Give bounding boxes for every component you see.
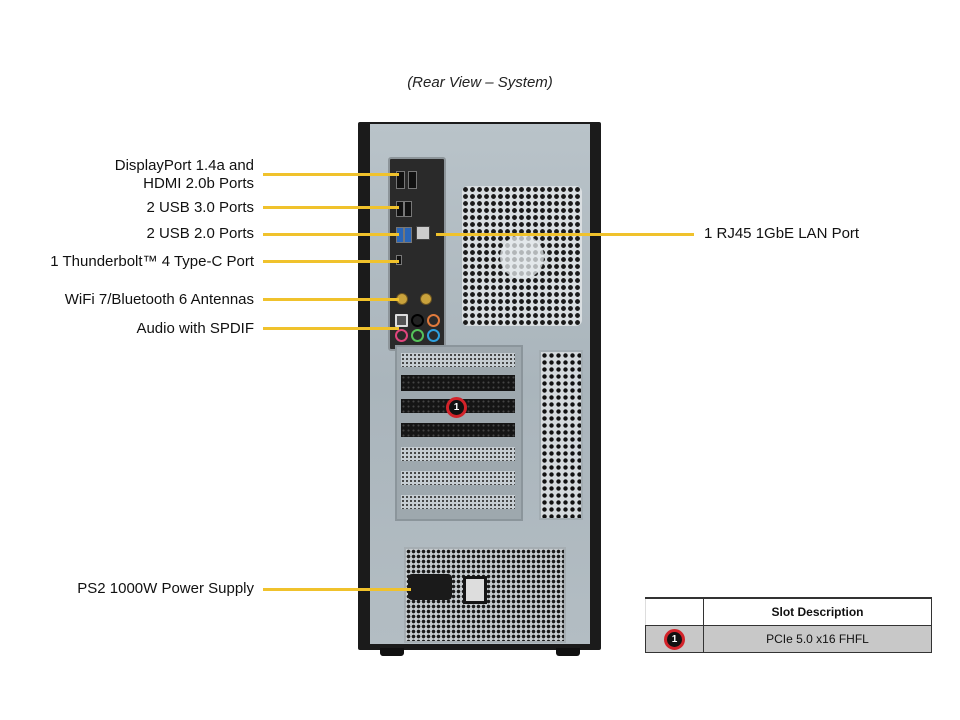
- diagram-caption: (Rear View – System): [407, 74, 553, 91]
- slot-description-table: Slot Description 1 PCIe 5.0 x16 FHFL: [645, 597, 932, 653]
- audio-jack: [411, 329, 424, 342]
- leader-line-usb2: [263, 233, 399, 236]
- slot-1-badge: 1: [446, 397, 467, 418]
- callout-thunderbolt: 1 Thunderbolt™ 4 Type-C Port: [50, 253, 254, 270]
- usb2-port: [404, 227, 412, 243]
- slot-cover: [401, 495, 515, 509]
- leader-line-display: [263, 173, 399, 176]
- leader-line-thunderbolt: [263, 260, 399, 263]
- slot-cover: [401, 353, 515, 367]
- slot-cover: [401, 447, 515, 461]
- audio-jack: [411, 314, 424, 327]
- table-cell-description: PCIe 5.0 x16 FHFL: [703, 625, 932, 653]
- table-cell-badge: 1: [645, 625, 704, 653]
- io-shield: [388, 157, 446, 351]
- leader-line-lan: [436, 233, 694, 236]
- power-inlet: [408, 574, 452, 600]
- usb3-port: [396, 201, 404, 217]
- fan-hub: [500, 235, 544, 279]
- callout-wifi: WiFi 7/Bluetooth 6 Antennas: [64, 291, 254, 308]
- leader-line-psu: [263, 588, 411, 591]
- leader-line-usb3: [263, 206, 399, 209]
- hdmi-port: [396, 171, 405, 189]
- table-row: 1 PCIe 5.0 x16 FHFL: [645, 625, 932, 653]
- power-switch: [463, 576, 487, 604]
- table-header-description: Slot Description: [703, 597, 932, 626]
- slot-badge: 1: [664, 628, 685, 650]
- spdif-port: [395, 314, 408, 327]
- table-header-badge: [645, 597, 704, 626]
- gpu-bracket: [401, 375, 515, 391]
- side-vent: [539, 350, 583, 520]
- callout-display-line1: DisplayPort 1.4a and: [114, 157, 254, 174]
- audio-jack: [427, 329, 440, 342]
- pcie-card-bracket: [401, 423, 515, 437]
- audio-jack: [395, 329, 408, 342]
- foot: [556, 648, 580, 656]
- usb3-port: [404, 201, 412, 217]
- callout-display-line2: HDMI 2.0b Ports: [143, 175, 254, 192]
- callout-display-ports: DisplayPort 1.4a and HDMI 2.0b Ports: [115, 157, 254, 193]
- foot: [380, 648, 404, 656]
- antenna-connector: [420, 293, 432, 305]
- leader-line-wifi: [263, 298, 399, 301]
- callout-lan: 1 RJ45 1GbE LAN Port: [704, 225, 860, 242]
- rj45-port: [416, 226, 430, 240]
- expansion-slots: [395, 345, 523, 521]
- callout-audio: Audio with SPDIF: [136, 320, 254, 337]
- callout-psu: PS2 1000W Power Supply: [77, 580, 254, 597]
- displayport-port: [408, 171, 417, 189]
- leader-line-audio: [263, 327, 399, 330]
- callout-usb3: 2 USB 3.0 Ports: [146, 199, 254, 216]
- table-header-row: Slot Description: [645, 597, 932, 626]
- audio-jack: [427, 314, 440, 327]
- callout-usb2: 2 USB 2.0 Ports: [146, 225, 254, 242]
- slot-cover: [401, 471, 515, 485]
